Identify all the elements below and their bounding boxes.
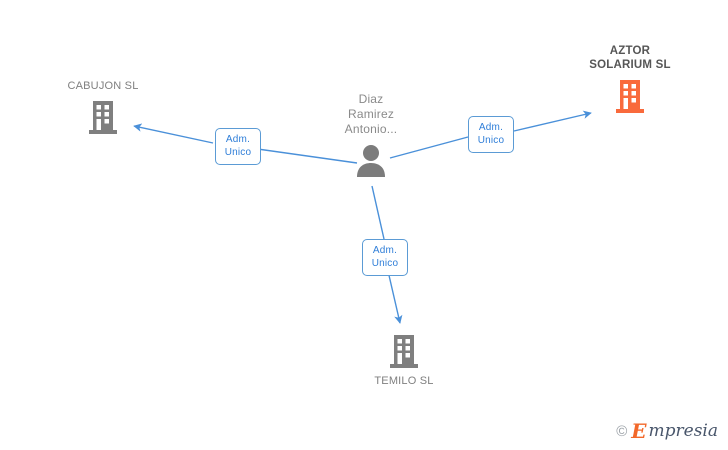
node-person[interactable]: Diaz Ramirez Antonio... xyxy=(301,92,441,177)
node-temilo-label: TEMILO SL xyxy=(374,375,434,387)
edge-label-person-cabujon[interactable]: Adm. Unico xyxy=(215,128,261,165)
edge-label-person-temilo[interactable]: Adm. Unico xyxy=(362,239,408,276)
building-icon xyxy=(88,99,118,135)
copyright-icon: © xyxy=(616,422,628,440)
edge-label-person-aztor[interactable]: Adm. Unico xyxy=(468,116,514,153)
node-person-label: Diaz Ramirez Antonio... xyxy=(344,92,398,136)
node-aztor-solarium-label: AZTOR SOLARIUM SL xyxy=(589,45,671,71)
node-cabujon-label: CABUJON SL xyxy=(67,80,139,92)
node-cabujon[interactable]: CABUJON SL xyxy=(33,80,173,135)
brand-name: mpresia xyxy=(648,420,719,441)
empresia-watermark: © E mpresia xyxy=(616,421,718,441)
edge-person-temilo xyxy=(371,185,403,324)
person-icon xyxy=(354,143,388,177)
brand-initial: E xyxy=(631,419,647,443)
node-aztor-solarium[interactable]: AZTOR SOLARIUM SL xyxy=(560,44,700,114)
node-temilo[interactable]: TEMILO SL xyxy=(334,333,474,388)
edge-person-aztor xyxy=(389,110,592,159)
building-icon xyxy=(615,78,645,114)
building-icon xyxy=(389,333,419,369)
